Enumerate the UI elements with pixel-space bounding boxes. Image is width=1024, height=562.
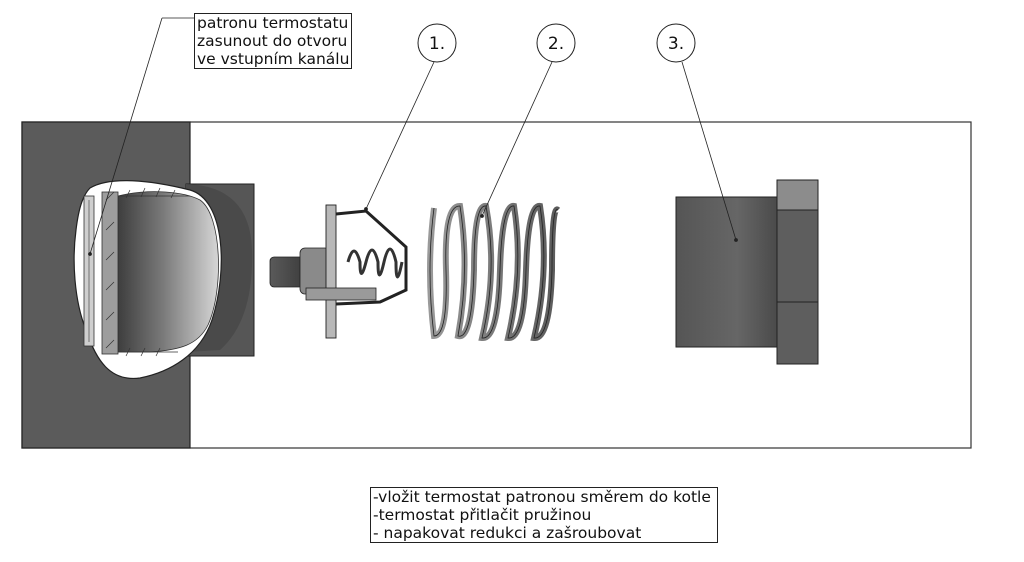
note-top-line: patronu termostatu	[197, 14, 349, 32]
reducer	[675, 179, 819, 365]
reducer-hex-face-top	[776, 179, 819, 211]
thermostat-body	[299, 247, 331, 295]
bore-hatching	[105, 187, 190, 357]
thermostat-base	[305, 287, 377, 301]
thermostat	[269, 204, 408, 339]
callout-3-label: 3.	[668, 34, 684, 54]
callout-1-label: 1.	[429, 34, 445, 54]
callout-2-label: 2.	[548, 34, 564, 54]
note-cartridge-instruction: patronu termostatu zasunout do otvoru ve…	[194, 13, 353, 69]
bore-surface	[117, 191, 219, 353]
callout-3: 3.	[656, 23, 696, 63]
callout-2: 2.	[536, 23, 576, 63]
leader-note-top-diag	[89, 17, 163, 255]
note-top-line: ve vstupním kanálu	[197, 50, 350, 68]
callout-1: 1.	[417, 23, 457, 63]
reducer-hex-nut	[776, 179, 819, 365]
reducer-body	[675, 196, 779, 348]
thermostat-spring	[346, 247, 404, 279]
note-assembly-steps: -vložit termostat patronou směrem do kot…	[370, 487, 718, 543]
leader-lines	[88, 17, 738, 256]
thermostat-bridge	[335, 209, 408, 306]
assembly-step: - napakovat redukci a zašroubovat	[373, 524, 642, 542]
assembly-step: -vložit termostat patronou směrem do kot…	[373, 488, 711, 506]
assembly-step: -termostat přitlačit pružinou	[373, 506, 592, 524]
note-top-line: zasunout do otvoru	[197, 32, 348, 50]
leader-3	[681, 61, 737, 241]
return-spring	[427, 203, 561, 341]
bore-wall-section	[101, 191, 119, 355]
leader-1	[365, 61, 435, 210]
thermostat-flange	[325, 204, 337, 339]
leader-2	[481, 61, 553, 217]
